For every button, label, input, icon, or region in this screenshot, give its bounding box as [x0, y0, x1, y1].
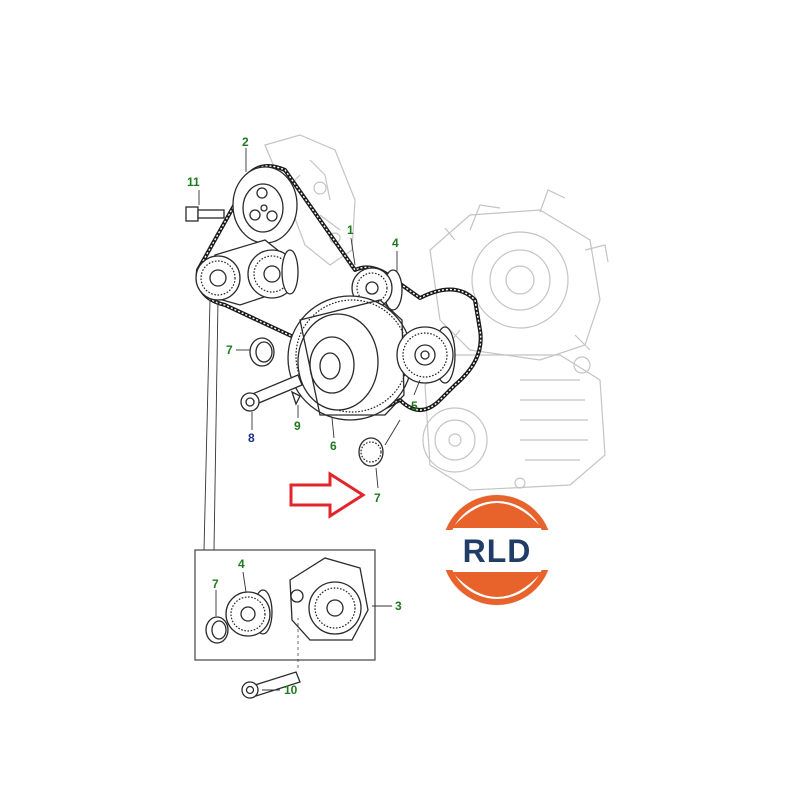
- callout-2: 2: [242, 135, 249, 149]
- rld-logo: RLD: [440, 494, 554, 606]
- tensioner-assembly: [195, 239, 299, 306]
- callout-5: 5: [411, 399, 418, 413]
- callout-4-inset: 4: [238, 557, 245, 571]
- leader-lines: [198, 148, 421, 691]
- logo-text: RLD: [463, 533, 532, 569]
- callout-10: 10: [284, 683, 298, 697]
- callout-7-inset: 7: [212, 577, 219, 591]
- dust-cap-left: [249, 337, 275, 367]
- callout-9: 9: [294, 419, 301, 433]
- bolt-11: [185, 206, 225, 222]
- callout-4-top: 4: [392, 236, 399, 250]
- highlight-arrow-icon: [289, 471, 366, 519]
- engine-background-outline: [264, 134, 609, 491]
- dust-cap-lower: [358, 437, 384, 467]
- idler-pulley-lower: [396, 326, 456, 384]
- callout-7-arrow: 7: [374, 491, 381, 505]
- callout-6: 6: [330, 439, 337, 453]
- callout-3: 3: [395, 599, 402, 613]
- callout-8: 8: [248, 431, 255, 445]
- callout-labels: 1 2 3 4 4 5 6 7 7 7 8 9 10 11: [187, 135, 418, 697]
- pump-pulley: [232, 166, 298, 244]
- callout-7-left: 7: [226, 343, 233, 357]
- callout-1: 1: [347, 223, 354, 237]
- woodruff-key-9: [290, 390, 301, 406]
- crankshaft-damper: [287, 295, 413, 421]
- crank-bolt: [240, 374, 303, 412]
- tensioner-inset-box: [194, 549, 376, 661]
- callout-11: 11: [187, 175, 200, 189]
